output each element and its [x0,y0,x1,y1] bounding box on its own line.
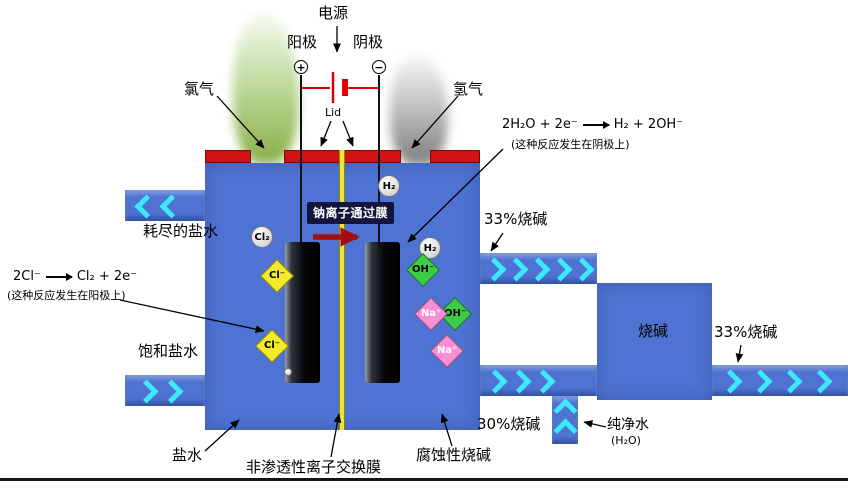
pure-water-formula: (H₂O) [611,434,641,447]
flow-right-chevron-icon [159,379,184,404]
h2-molecule: H₂ [419,237,441,259]
ion-exchange-membrane [339,150,345,430]
power-label: 电源 [318,4,349,22]
anode-label: 阳极 [287,33,318,51]
reaction-arrow-icon [45,272,73,281]
h2-molecule: H₂ [378,175,400,197]
flow-right-chevron-icon [778,369,803,394]
pipe-pure-water-in [552,396,578,444]
flow-up-chevron-icon [553,418,578,443]
cathode-electrode [365,242,400,383]
naoh33-top-arrow [490,232,504,252]
anode-electrode [285,242,320,383]
hydrogen-gas-plume [390,55,448,165]
anode-reaction-note: (这种反应发生在阳极上) [7,289,126,302]
reaction-arrow-icon [582,120,610,129]
lid-arrow-left [320,120,332,147]
pipe-naoh-33-out [712,365,848,396]
gas-bubble [284,368,292,376]
pipe-naoh-30-bottom [480,365,597,396]
naoh-30-label: 30%烧碱 [477,415,541,433]
hydrogen-gas-label: 氢气 [453,80,484,98]
flow-right-chevron-icon [526,257,551,282]
flow-right-chevron-icon [548,257,573,282]
flow-left-chevron-icon [134,194,159,219]
lid-label: Lid [325,106,342,119]
pipe-saturated-brine-in [125,375,205,406]
depleted-brine-label: 耗尽的盐水 [143,222,219,240]
flow-left-chevron-icon [159,194,184,219]
cathode-reaction-note: (这种反应发生在阴极上) [511,138,630,151]
lid-arrow-right [342,120,354,147]
brine-label: 盐水 [172,446,203,464]
saturated-brine-label: 饱和盐水 [138,342,199,360]
caustic-soda-tank [597,283,712,400]
cathode-reaction-equation: 2H₂O + 2e⁻ H₂ + 2OH⁻ [502,117,684,132]
flow-right-chevron-icon [482,257,507,282]
anode-reaction-equation: 2Cl⁻ Cl₂ + 2e⁻ [13,269,138,284]
caustic-label: 腐蚀性烧碱 [416,446,492,464]
membrane-label: 非渗透性离子交换膜 [246,458,382,476]
pure-water-arrow [583,420,607,428]
pipe-naoh-33-top [480,253,597,284]
lid-segment-left [205,150,251,163]
cathode-label: 阴极 [353,33,384,51]
flow-right-chevron-icon [134,379,159,404]
pure-water-label: 纯净水 [607,417,649,433]
chlorine-gas-label: 氯气 [184,80,215,98]
naoh33-out-arrow [735,344,744,363]
flow-right-chevron-icon [570,257,595,282]
cl2-molecule: Cl₂ [251,226,273,248]
naoh-tank-label: 烧碱 [638,322,669,340]
flow-right-chevron-icon [808,369,833,394]
pipe-depleted-brine-out [125,190,205,221]
flow-right-chevron-icon [483,369,508,394]
flow-right-chevron-icon [718,369,743,394]
flow-right-chevron-icon [507,369,532,394]
sodium-through-membrane-banner: 钠离子通过膜 [307,202,395,224]
flow-right-chevron-icon [748,369,773,394]
minus-terminal-icon: − [372,60,386,74]
naoh-33-out-label: 33%烧碱 [714,323,778,341]
ground-line [0,478,848,481]
flow-right-chevron-icon [531,369,556,394]
flow-right-chevron-icon [504,257,529,282]
lid-segment-right [430,150,480,163]
plus-terminal-icon: + [294,60,308,74]
naoh-33-top-label: 33%烧碱 [484,210,548,228]
